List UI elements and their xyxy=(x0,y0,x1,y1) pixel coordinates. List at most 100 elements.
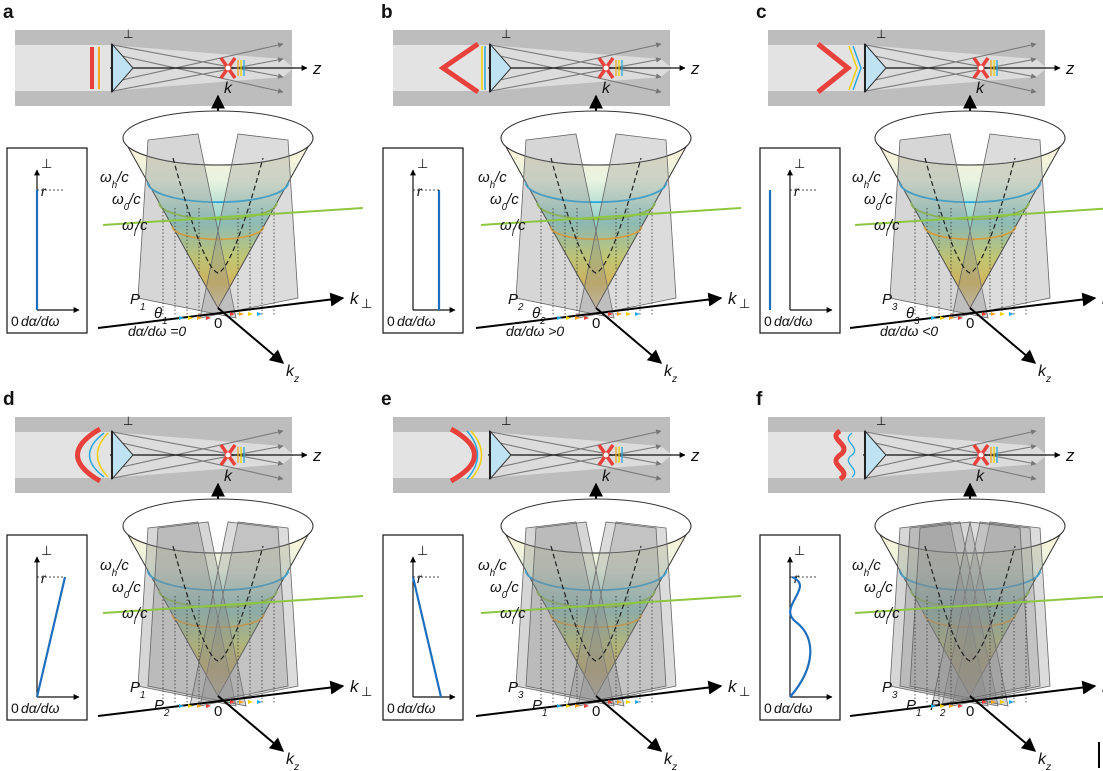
ray-line xyxy=(865,44,1037,79)
inset-r-label: r xyxy=(794,570,800,586)
panel-letter-c: c xyxy=(756,2,767,23)
plane-tag: P1 xyxy=(130,679,145,701)
spectral-tick xyxy=(635,312,640,316)
spectral-tick xyxy=(230,312,235,316)
dispersion-profile xyxy=(35,576,67,698)
profile-inset-box xyxy=(759,147,841,334)
spectral-tick xyxy=(991,312,996,316)
plane-tag: P1 xyxy=(532,697,547,719)
dispersion-profile xyxy=(411,576,443,698)
intersection-curve xyxy=(924,157,1016,274)
kperp-axis xyxy=(849,680,1097,717)
inset-perp-label: ⊥ xyxy=(417,543,428,558)
spectral-tick xyxy=(958,704,963,708)
ring-wl xyxy=(171,226,265,241)
ray-line xyxy=(112,53,284,94)
dispersion-condition-label: dα/dω >0 xyxy=(506,323,564,339)
focus-point xyxy=(977,64,985,72)
inset-zero-label: 0 xyxy=(11,700,19,716)
spectral-tick xyxy=(188,316,193,320)
kperp-axis-label-sub: ⊥ xyxy=(361,296,372,311)
spectral-tick xyxy=(949,316,954,320)
ray-line xyxy=(865,431,1037,466)
wavefront-color-line xyxy=(847,432,856,478)
z-axis-label: z xyxy=(312,59,322,78)
spectral-tick xyxy=(982,700,987,704)
perp-symbol: ⊥ xyxy=(123,27,133,41)
dispersion-condition-label: dα/dω <0 xyxy=(880,323,938,339)
spectral-tick xyxy=(575,316,580,320)
kz-axis xyxy=(595,695,663,752)
wavefront-color-line xyxy=(470,430,483,480)
wl-label: ωl/c xyxy=(874,217,900,239)
plane-tag: P3 xyxy=(882,679,898,701)
spectral-tick xyxy=(248,312,253,316)
ray-line xyxy=(490,57,662,92)
kz-axis xyxy=(217,307,285,364)
kz-axis xyxy=(969,695,1037,752)
w0-label: ω0/c xyxy=(112,191,141,213)
focus-point xyxy=(224,451,232,459)
spectral-tick xyxy=(635,700,640,704)
focus-point xyxy=(977,451,985,459)
spectral-tick xyxy=(248,700,253,704)
wh-label: ωh/c xyxy=(852,557,881,579)
spectral-tick xyxy=(179,316,184,320)
kperp-axis-label: k xyxy=(728,289,738,308)
inset-perp-label: ⊥ xyxy=(41,156,52,171)
inset-r-label: r xyxy=(41,183,47,199)
spectral-tick xyxy=(179,704,184,708)
panel-letter-a: a xyxy=(3,2,14,23)
ring-wh xyxy=(146,182,290,204)
focus-point xyxy=(602,64,610,72)
inset-perp-label: ⊥ xyxy=(417,156,428,171)
inset-dadw-label: dα/dω xyxy=(397,313,435,329)
spectral-tick xyxy=(608,312,613,316)
profile-inset-box xyxy=(759,534,841,721)
kperp-axis-label: k xyxy=(350,289,360,308)
tilted-plane-line xyxy=(102,207,364,226)
kz-axis-label: kz xyxy=(664,363,678,385)
wavefront-profile xyxy=(449,426,477,484)
wavefront-color-line xyxy=(848,45,858,91)
z-axis-label: z xyxy=(1065,59,1075,78)
spectral-plane xyxy=(899,521,999,707)
ray-line xyxy=(112,57,284,92)
plane-tag: P1 xyxy=(130,291,145,313)
inset-perp-label: ⊥ xyxy=(41,543,52,558)
spectral-tick xyxy=(940,704,945,708)
spectral-tick xyxy=(958,316,963,320)
spectral-plane xyxy=(147,521,247,707)
inset-r-label: r xyxy=(41,570,47,586)
inset-r-label: r xyxy=(417,183,423,199)
kperp-axis-label-sub: ⊥ xyxy=(739,684,750,699)
spectral-tick xyxy=(197,316,202,320)
spectral-tick xyxy=(566,316,571,320)
wavefront-color-line xyxy=(466,430,479,480)
wavefront-color-line xyxy=(96,432,109,478)
spectral-tick xyxy=(239,312,244,316)
profile-inset-box xyxy=(382,147,464,334)
kperp-axis-label-sub: ⊥ xyxy=(361,684,372,699)
kperp-axis xyxy=(97,292,345,329)
ray-line xyxy=(865,53,1037,94)
perp-symbol: ⊥ xyxy=(123,414,133,428)
ring-wh xyxy=(898,182,1042,204)
wh-label: ωh/c xyxy=(100,169,129,191)
spectral-tick xyxy=(1000,312,1005,316)
inset-r-label: r xyxy=(417,570,423,586)
inset-r-label: r xyxy=(794,183,800,199)
spectral-tick xyxy=(584,704,589,708)
perp-symbol: ⊥ xyxy=(876,27,886,41)
profile-inset-box xyxy=(6,534,88,721)
k-axis-label: k xyxy=(602,468,611,485)
inset-zero-label: 0 xyxy=(764,700,772,716)
panel-letter-b: b xyxy=(381,2,393,23)
ring-w0 xyxy=(536,590,656,609)
ray-line xyxy=(490,42,662,83)
tilted-plane-line xyxy=(480,207,742,226)
